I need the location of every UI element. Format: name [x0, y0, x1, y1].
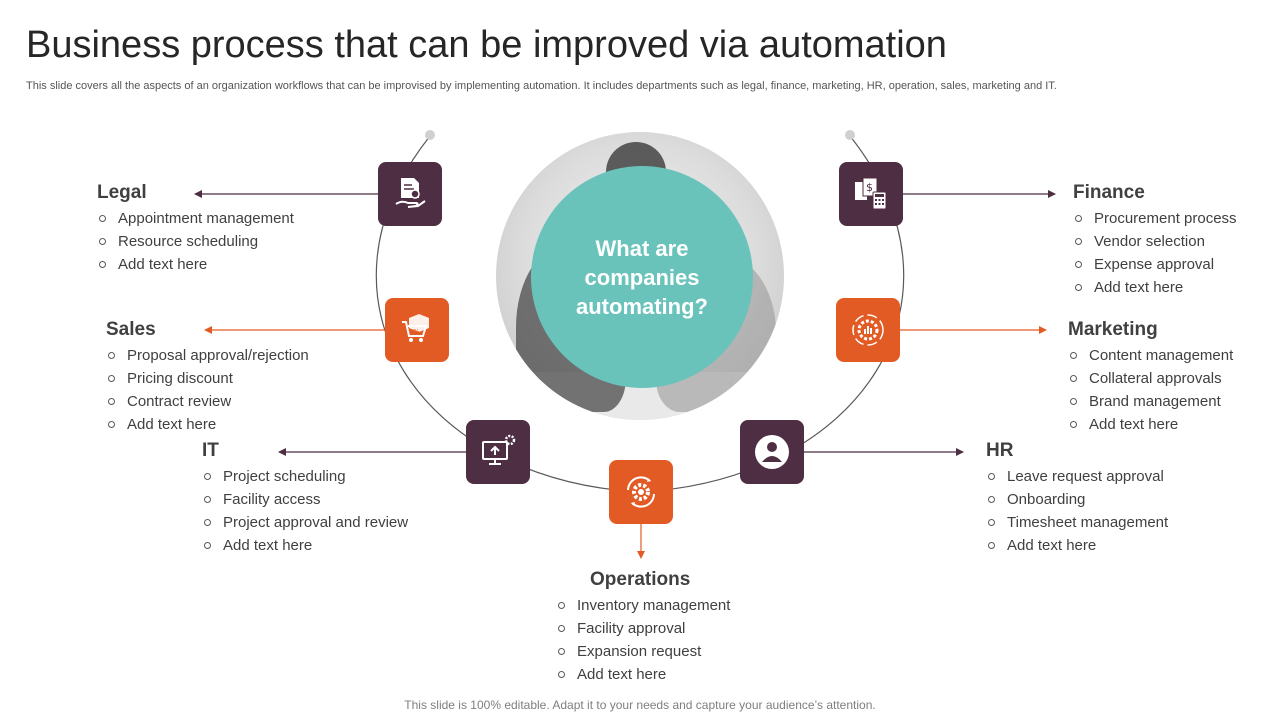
finance-title: Finance [1073, 182, 1145, 203]
finance-item: Vendor selection [1073, 230, 1237, 253]
operations-title: Operations [590, 569, 691, 590]
it-item: Project approval and review [202, 511, 408, 534]
monitor-upload-gear-icon [482, 434, 516, 465]
operations-item: Facility approval [556, 617, 726, 640]
svg-text:%: % [413, 328, 420, 336]
sales-title: Sales [106, 319, 156, 340]
arc-end-dot-right [845, 130, 855, 140]
hr-title: HR [986, 440, 1014, 461]
marketing-block: Marketing Content management Collateral … [1068, 319, 1233, 436]
it-item: Project scheduling [202, 465, 408, 488]
center-question: What are companies automating? [576, 235, 708, 319]
sales-block: Sales Proposal approval/rejection Pricin… [106, 319, 309, 436]
legal-item: Appointment management [97, 207, 294, 230]
arc-end-dot-left [425, 130, 435, 140]
svg-text:$: $ [866, 181, 873, 194]
sales-item: Proposal approval/rejection [106, 344, 309, 367]
center-circle: What are companies automating? [531, 166, 753, 388]
operations-item: Add text here [556, 663, 726, 686]
finance-item: Procurement process [1073, 207, 1237, 230]
finance-item: Add text here [1073, 276, 1237, 299]
marketing-item: Brand management [1068, 390, 1233, 413]
legal-title: Legal [97, 182, 147, 203]
it-block: IT Project scheduling Facility access Pr… [202, 440, 408, 557]
finance-item: Expense approval [1073, 253, 1237, 276]
sales-item: Pricing discount [106, 367, 309, 390]
operations-block: Operations Inventory management Facility… [556, 569, 730, 686]
hr-item: Leave request approval [986, 465, 1168, 488]
finance-node: $ [839, 162, 903, 226]
it-item: Facility access [202, 488, 408, 511]
it-title: IT [202, 440, 219, 461]
footer-note: This slide is 100% editable. Adapt it to… [404, 698, 876, 712]
legal-block: Legal Appointment management Resource sc… [97, 182, 294, 276]
hr-item: Add text here [986, 534, 1168, 557]
it-item: Add text here [202, 534, 408, 557]
money-calculator-icon: $ [855, 177, 887, 210]
marketing-item: Collateral approvals [1068, 367, 1233, 390]
finance-block: Finance Procurement process Vendor selec… [1073, 182, 1237, 299]
hr-item: Timesheet management [986, 511, 1168, 534]
marketing-item: Add text here [1068, 413, 1233, 436]
operations-item: Expansion request [556, 640, 726, 663]
page-title: Business process that can be improved vi… [26, 24, 947, 66]
person-circle-icon [755, 435, 789, 469]
marketing-title: Marketing [1068, 319, 1158, 340]
shopping-cart-box-icon: % [402, 314, 429, 342]
hr-block: HR Leave request approval Onboarding Tim… [986, 440, 1168, 557]
sales-item: Add text here [106, 413, 309, 436]
legal-item: Resource scheduling [97, 230, 294, 253]
legal-item: Add text here [97, 253, 294, 276]
marketing-node [836, 298, 900, 362]
legal-document-hand-icon [395, 178, 426, 208]
legal-node [378, 162, 442, 226]
sales-node: % [385, 298, 449, 362]
operations-item: Inventory management [556, 594, 730, 617]
it-node [466, 420, 530, 484]
operations-node [609, 460, 673, 524]
marketing-item: Content management [1068, 344, 1233, 367]
sales-item: Contract review [106, 390, 309, 413]
hr-item: Onboarding [986, 488, 1168, 511]
hr-node [740, 420, 804, 484]
page-subtitle: This slide covers all the aspects of an … [26, 80, 1057, 92]
gear-cycle-icon [627, 476, 655, 508]
gear-chart-cycle-icon [852, 314, 884, 346]
